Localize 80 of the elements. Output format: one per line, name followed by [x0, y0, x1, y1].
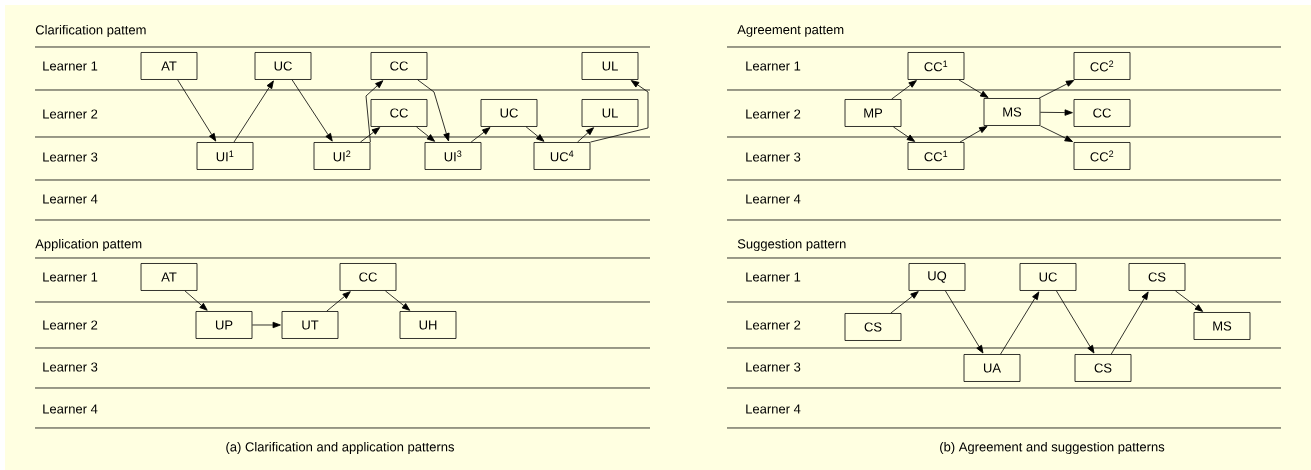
- row-label: Learner 4: [746, 404, 801, 414]
- arrow: [590, 80, 649, 143]
- process-box: CS: [1074, 354, 1132, 382]
- process-box: CC$^{1}$: [907, 52, 965, 80]
- arrow: [470, 127, 491, 143]
- row-label: Learner 1: [43, 272, 98, 282]
- arrow: [1040, 109, 1073, 116]
- arrow: [1110, 291, 1149, 355]
- process-box: UQ: [908, 263, 966, 291]
- process-box: UI$^{3}$: [424, 142, 482, 170]
- panel-title: Agreement pattem: [737, 25, 844, 37]
- process-box: UI$^{1}$: [196, 142, 254, 170]
- arrow: [416, 126, 436, 142]
- row-label: Learner 3: [43, 362, 98, 372]
- arrow: [252, 321, 281, 329]
- process-box: UC: [254, 52, 312, 80]
- arrow: [1038, 80, 1075, 99]
- arrow: [958, 79, 989, 98]
- arrow: [1000, 291, 1040, 355]
- process-box: UL: [581, 99, 639, 127]
- row-label: Learner 4: [43, 194, 98, 204]
- process-box: UI$^{2}$: [313, 142, 371, 170]
- process-box: CS: [844, 313, 902, 341]
- arrow: [184, 290, 208, 311]
- arrow: [326, 291, 351, 312]
- process-box: AT: [140, 52, 198, 80]
- process-box: UC: [480, 99, 538, 127]
- process-box: CC$^{1}$: [907, 142, 965, 170]
- process-box: MS: [983, 98, 1041, 126]
- panel-title: Application pattem: [35, 238, 142, 252]
- panel-title: Suggestion pattern: [737, 238, 846, 252]
- arrow: [177, 79, 217, 142]
- arrow: [291, 79, 333, 142]
- process-box: MP: [844, 99, 902, 127]
- process-box: UC: [1019, 263, 1077, 291]
- process-box: CC: [370, 52, 428, 80]
- arrow: [365, 80, 384, 143]
- arrow: [233, 80, 274, 143]
- arrow: [1040, 125, 1073, 142]
- row-label: Learner 2: [746, 109, 801, 119]
- row-label: Learner 3: [43, 152, 98, 162]
- process-box: CC$^{2}$: [1073, 142, 1131, 170]
- row-label: Learner 1: [746, 272, 801, 282]
- arrow: [959, 126, 988, 143]
- caption: (b) Agreement and suggestion patterns: [940, 441, 1165, 455]
- arrow: [417, 79, 450, 142]
- row-label: Learner 3: [746, 362, 801, 372]
- row-label: Learner 3: [746, 152, 801, 162]
- arrow: [890, 291, 919, 314]
- process-box: CS: [1128, 263, 1186, 291]
- process-box: MS: [1193, 312, 1251, 340]
- arrow: [892, 126, 916, 142]
- process-box: UC$^{4}$: [533, 142, 591, 170]
- arrow: [525, 126, 545, 142]
- arrow: [891, 80, 917, 100]
- process-box: UT: [281, 311, 339, 339]
- process-box: CC: [370, 99, 428, 127]
- process-box: UL: [581, 52, 639, 80]
- arrow: [1175, 290, 1204, 312]
- caption: (a) Clarification and application patterns: [226, 441, 455, 455]
- process-box: CC: [1073, 99, 1131, 127]
- process-box: UP: [195, 311, 253, 339]
- row-label: Learner 4: [746, 194, 801, 204]
- arrow: [1056, 290, 1095, 354]
- process-box: UA: [963, 354, 1021, 382]
- row-label: Learner 1: [746, 61, 801, 71]
- row-label: Learner 4: [43, 404, 98, 414]
- arrow: [385, 290, 411, 311]
- process-box: AT: [140, 263, 198, 291]
- arrow: [945, 290, 984, 354]
- row-label: Learner 2: [746, 320, 801, 330]
- process-box: UH: [399, 311, 457, 339]
- process-box: CC: [339, 263, 397, 291]
- arrow: [577, 127, 594, 143]
- panel-title: Clarification pattem: [35, 24, 146, 38]
- row-label: Learner 2: [43, 320, 98, 330]
- arrow: [360, 127, 381, 143]
- row-label: Learner 1: [43, 61, 98, 71]
- process-box: CC$^{2}$: [1073, 52, 1131, 80]
- row-label: Learner 2: [43, 109, 98, 119]
